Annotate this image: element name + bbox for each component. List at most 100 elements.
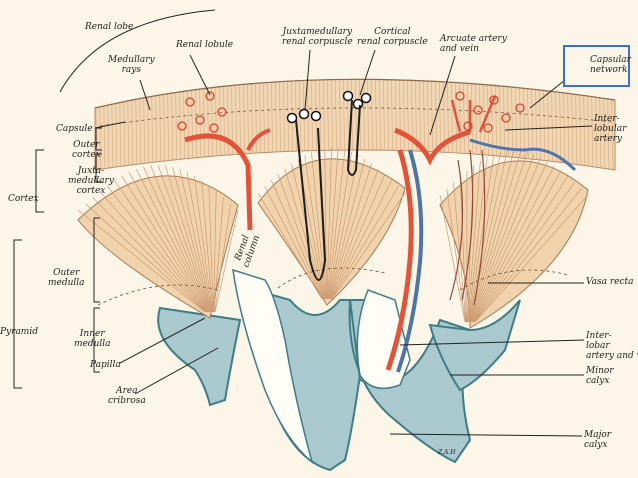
pyramid-striation (470, 150, 522, 323)
pyramid-striation (459, 176, 467, 323)
glomerulus (455, 91, 465, 101)
glomerulus (489, 95, 499, 105)
pyramid-striation (194, 175, 213, 313)
cortex-striation (518, 79, 522, 170)
cortex-striation (202, 79, 206, 170)
cortex-striation (594, 79, 598, 170)
cortex-striation (154, 79, 158, 170)
cortex-striation (102, 79, 106, 170)
renal-lobe-bracket (59, 9, 216, 93)
pyramid-striation (157, 164, 211, 313)
pyramid-striation (473, 182, 575, 323)
label-pyramid: Pyramid (0, 327, 38, 337)
pyramid-right (439, 160, 589, 329)
label-renal-lobule: Renal lobule (176, 40, 234, 50)
glomerulus (209, 123, 219, 133)
glomerulus (217, 107, 227, 117)
label-minor-calyx: Minor calyx (586, 366, 614, 386)
minor-calyx-left (157, 306, 242, 407)
cortex-striation (210, 79, 214, 170)
glomeruli (177, 90, 525, 133)
pyramid-striation (331, 192, 406, 300)
pyramid-striation (213, 191, 217, 313)
pyramid-striation (472, 170, 562, 323)
pyramid-bracket (13, 239, 22, 389)
area-cribrosa-pointer (134, 347, 219, 395)
pyramid-striation (326, 147, 332, 300)
arcuate-artery-left (184, 133, 253, 231)
cortex-striation (126, 79, 130, 170)
medulla-boundary (459, 269, 569, 291)
cortex-striation (574, 79, 578, 170)
cortex-striation (586, 79, 590, 170)
renal-corpuscle (352, 98, 364, 110)
pyramid-striation (468, 151, 501, 323)
pyramid-striation (208, 185, 214, 313)
capsular-network-pointer (529, 79, 566, 109)
label-outer-medulla: Outer medulla (48, 268, 85, 288)
interlobular-artery-vessel (450, 95, 497, 133)
glomerulus (483, 123, 493, 133)
cortex-striation (558, 79, 562, 170)
pyramid-striation (150, 165, 210, 313)
cortex-striation (590, 79, 594, 170)
juxtamedullary-bracket (95, 153, 102, 183)
cortex-striation (570, 79, 574, 170)
interlobular-artery-pointer (504, 125, 593, 131)
glomerulus (515, 103, 525, 113)
inner-medulla-bracket (93, 307, 100, 373)
interlobar-vein (396, 149, 424, 373)
juxtamedullary-corpuscle-pointer (304, 49, 311, 111)
pyramid-striation (471, 153, 535, 323)
medullary-rays-pointer (139, 79, 151, 111)
cortex-striation (578, 79, 582, 170)
vasa-recta-vessels (449, 149, 486, 306)
cortex-striation (542, 79, 546, 170)
juxtamedullary-nephron-loop (295, 119, 327, 281)
cortex-striation (110, 79, 114, 170)
white-sinus-right (356, 289, 411, 390)
capsule-pointer (94, 121, 126, 129)
label-capsule: Capsule (56, 124, 93, 134)
minor-calyx-right (428, 299, 521, 392)
renal-corpuscle (342, 90, 354, 102)
annotation-lines (13, 9, 593, 437)
white-sinus-left (232, 268, 314, 465)
cortex-striation (122, 79, 126, 170)
outer-cortex-bracket (95, 127, 102, 151)
pyramid-striation (201, 180, 214, 313)
cortex-striation (538, 79, 542, 170)
pyramid-striation (106, 185, 208, 313)
cortex-striation (182, 79, 186, 170)
pyramid-striation (85, 203, 206, 313)
arcuate-pointer (429, 55, 456, 136)
cortex-striation (138, 79, 142, 170)
cortex-striation (498, 79, 502, 170)
cortex-striation (174, 79, 178, 170)
cortex-striation (158, 79, 162, 170)
cortex-striation (494, 79, 498, 170)
pyramid-striation (328, 152, 352, 300)
pyramid-striation (179, 168, 212, 313)
outer-medulla-bracket (93, 217, 100, 303)
glomerulus (205, 91, 215, 101)
pyramid-striation (327, 149, 346, 300)
pyramid-striation (284, 168, 325, 300)
label-capsular-network: Capsular network (590, 55, 631, 75)
label-interlobular-artery: Inter- lobular artery (594, 114, 627, 144)
cortex-striation (546, 79, 550, 170)
label-renal-lobe: Renal lobe (85, 22, 134, 32)
cortex-striation (598, 79, 602, 170)
pyramid-striation (471, 157, 542, 323)
cortex-striation (150, 79, 154, 170)
renal-corpuscle (286, 112, 298, 124)
pyramid-striation (329, 163, 372, 300)
arcuate-vein-right (469, 138, 577, 172)
cortex-striation (170, 79, 174, 170)
pyramid-striation (186, 172, 213, 313)
cortical-nephron-loop (346, 99, 361, 176)
pyramid-striation (92, 197, 207, 313)
cortex-striation (142, 79, 146, 170)
pyramid-striation (164, 165, 211, 313)
pyramid-striation (257, 192, 323, 300)
